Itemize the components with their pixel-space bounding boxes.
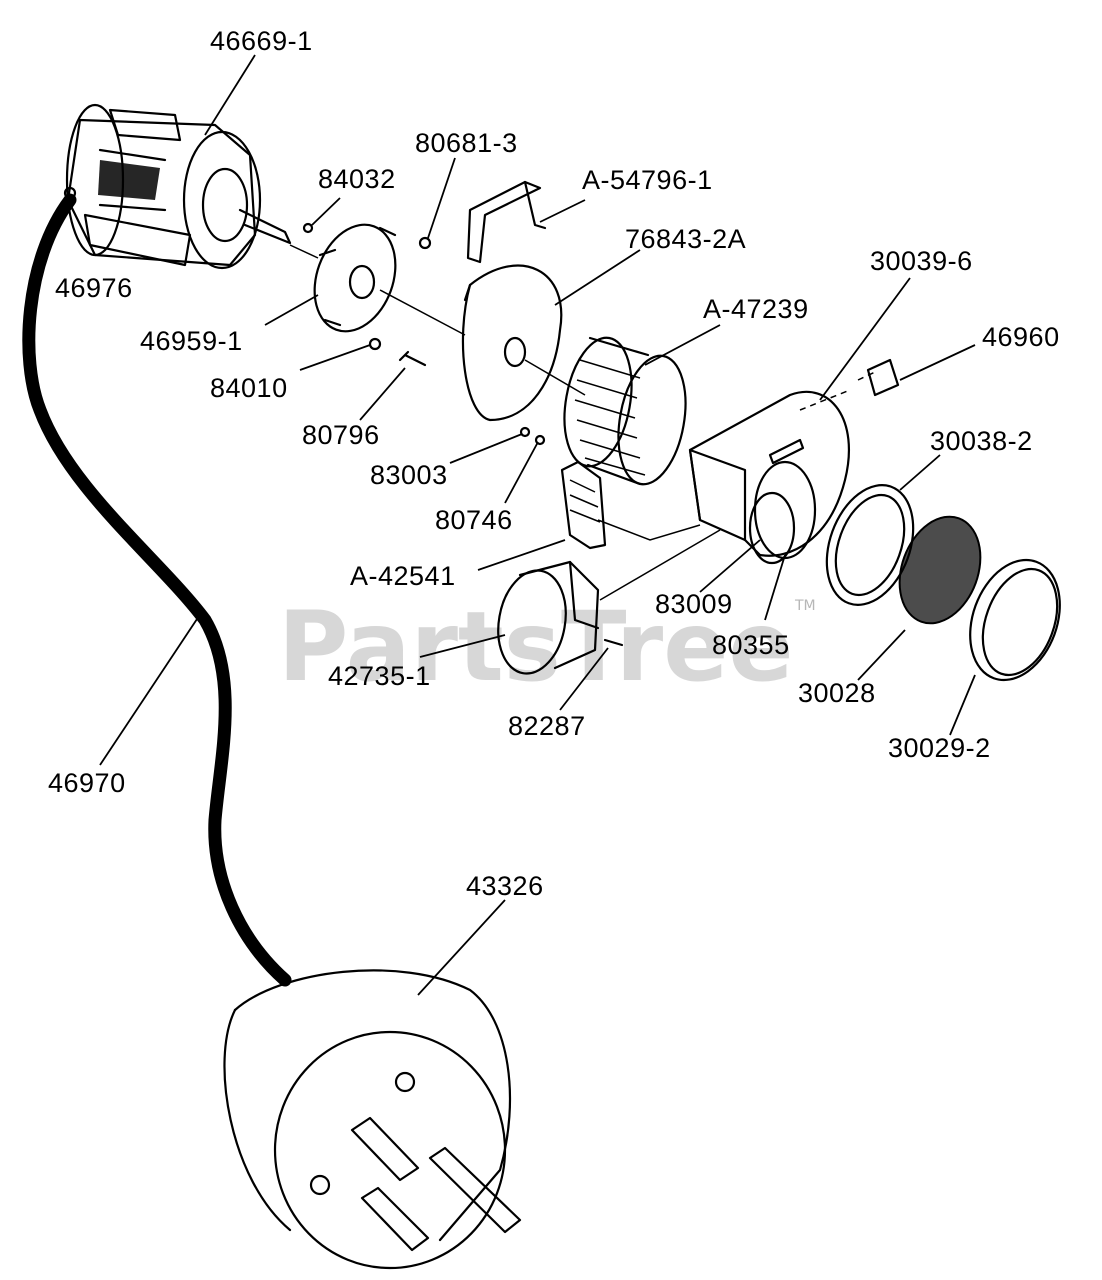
label-84010: 84010 [210, 373, 288, 403]
blower-housing [688, 358, 900, 560]
screen [898, 515, 982, 625]
label-80796: 80796 [302, 420, 380, 450]
blower-wheel [563, 336, 687, 486]
mounting-plate [289, 223, 397, 333]
hardware [302, 222, 624, 647]
label-30038-2: 30038-2 [930, 426, 1033, 456]
label-46976: 46976 [55, 273, 133, 303]
bracket [463, 180, 547, 302]
label-42735-1: 42735-1 [328, 661, 431, 691]
label-46959-1: 46959-1 [140, 326, 243, 356]
watermark: PartsTree TM [278, 591, 816, 703]
leader-lines [99, 54, 976, 996]
label-83009: 83009 [655, 589, 733, 619]
label-A-54796-1: A-54796-1 [582, 165, 713, 195]
power-plug [223, 969, 522, 1270]
o-ring [748, 491, 796, 565]
label-46970: 46970 [48, 768, 126, 798]
label-76843-2A: 76843-2A [625, 224, 747, 254]
label-82287: 82287 [508, 711, 586, 741]
housing-back-plate [379, 264, 586, 422]
power-cord [22, 193, 292, 987]
motor [63, 103, 292, 270]
watermark-text: PartsTree [278, 591, 793, 703]
label-A-42541: A-42541 [350, 561, 456, 591]
collar [497, 529, 721, 675]
label-30028: 30028 [798, 678, 876, 708]
label-43326: 43326 [466, 871, 544, 901]
label-30039-6: 30039-6 [870, 246, 973, 276]
label-80355: 80355 [712, 630, 790, 660]
label-80746: 80746 [435, 505, 513, 535]
label-83003: 83003 [370, 460, 448, 490]
label-80681-3: 80681-3 [415, 128, 518, 158]
label-30029-2: 30029-2 [888, 733, 991, 763]
label-84032: 84032 [318, 164, 396, 194]
label-46669-1: 46669-1 [210, 26, 313, 56]
watermark-tm: TM [794, 598, 816, 614]
label-A-47239: A-47239 [703, 294, 809, 324]
clip [560, 460, 701, 550]
retaining-ring [969, 558, 1061, 682]
label-46960: 46960 [982, 322, 1060, 352]
